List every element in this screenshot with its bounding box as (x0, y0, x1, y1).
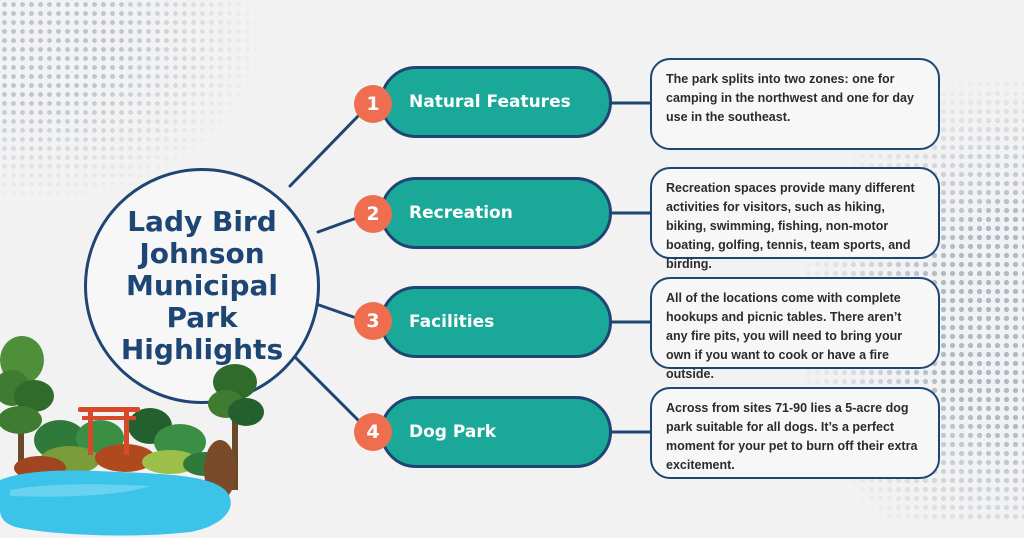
highlight-pill-facilities: Facilities (380, 286, 612, 358)
central-title-circle: Lady Bird Johnson Municipal Park Highlig… (84, 168, 320, 404)
page-title: Lady Bird Johnson Municipal Park Highlig… (120, 205, 284, 366)
number-badge-3: 3 (354, 302, 392, 340)
torii-gate-icon (78, 407, 140, 455)
description-box-4: Across from sites 71-90 lies a 5-acre do… (650, 387, 940, 479)
description-box-2: Recreation spaces provide many different… (650, 167, 940, 271)
highlight-label: Dog Park (409, 422, 497, 442)
number-badge-2: 2 (354, 195, 392, 233)
highlight-pill-recreation: Recreation (380, 177, 612, 249)
description-text: Across from sites 71-90 lies a 5-acre do… (666, 401, 918, 472)
connector-1 (288, 110, 364, 188)
description-text: Recreation spaces provide many different… (666, 181, 915, 271)
dot-pattern-top-left (0, 0, 260, 200)
description-text: All of the locations come with complete … (666, 291, 903, 381)
highlight-pill-natural-features: Natural Features (380, 66, 612, 138)
pine-tree-icon (0, 336, 54, 490)
number-badge-4: 4 (354, 413, 392, 451)
highlight-pill-dog-park: Dog Park (380, 396, 612, 468)
pine-tree-icon (204, 364, 264, 500)
description-text: The park splits into two zones: one for … (666, 72, 914, 124)
highlight-label: Recreation (409, 203, 513, 223)
highlight-label: Facilities (409, 312, 495, 332)
description-box-3: All of the locations come with complete … (650, 277, 940, 381)
highlight-label: Natural Features (409, 92, 571, 112)
park-illustration (0, 336, 264, 536)
description-box-1: The park splits into two zones: one for … (650, 58, 940, 150)
number-badge-1: 1 (354, 85, 392, 123)
connector-4 (290, 352, 364, 426)
pond-icon (0, 470, 231, 536)
